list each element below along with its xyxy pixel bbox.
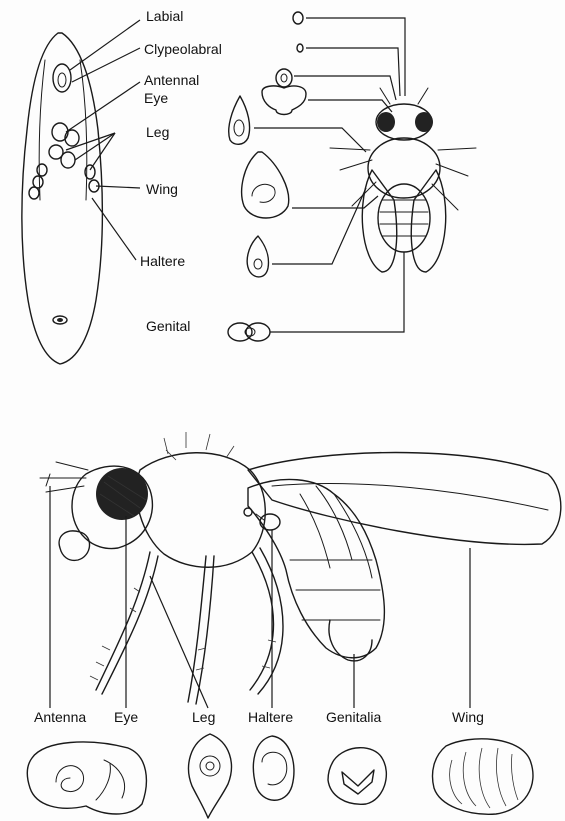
label-antennal: Antennal (144, 72, 199, 88)
label-genital: Genital (146, 318, 190, 334)
larva-leader-lines (66, 20, 140, 260)
label-leg-bottom: Leg (192, 709, 215, 725)
label-wing-bottom: Wing (452, 709, 484, 725)
isolated-discs-bottom (27, 734, 533, 818)
label-antenna: Antenna (34, 709, 86, 725)
isolated-discs-top (228, 12, 306, 341)
label-wing-top: Wing (146, 181, 178, 197)
label-eye-bottom: Eye (114, 709, 138, 725)
adult-fly-lateral (40, 432, 561, 704)
label-labial: Labial (146, 8, 183, 24)
disc-to-fly-leaders (254, 18, 405, 332)
label-clypeolabral: Clypeolabral (144, 41, 222, 57)
adult-fly-dorsal (330, 88, 476, 272)
label-eye-top: Eye (144, 90, 168, 106)
larva-outline (22, 33, 102, 364)
label-leg-top: Leg (146, 124, 169, 140)
label-genitalia: Genitalia (326, 709, 381, 725)
label-haltere-bottom: Haltere (248, 709, 293, 725)
label-haltere-top: Haltere (140, 253, 185, 269)
